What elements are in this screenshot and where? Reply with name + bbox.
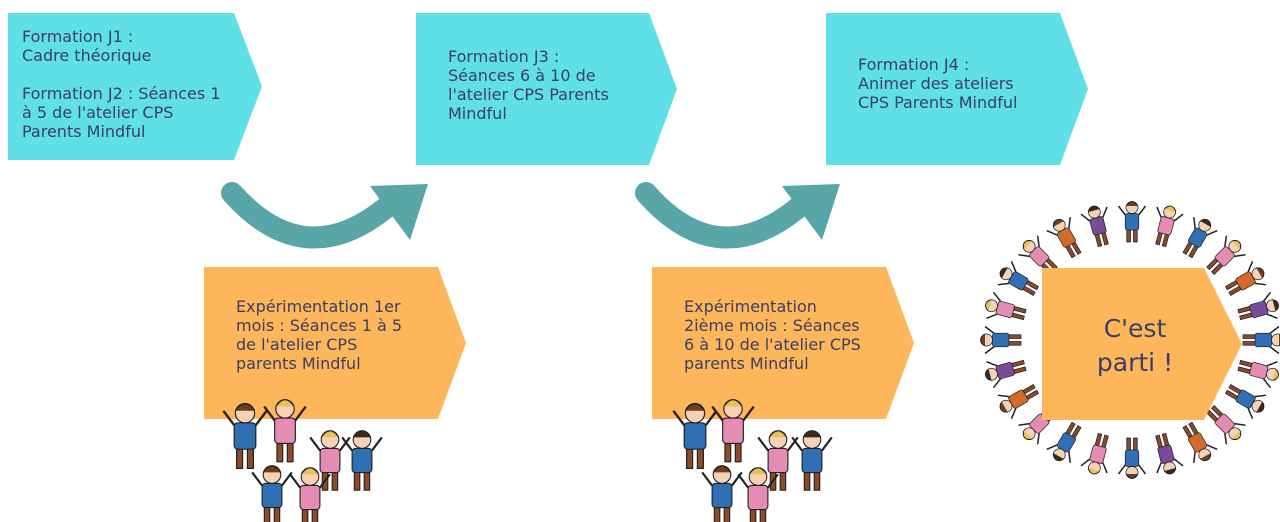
curved-arrow-icon	[221, 182, 428, 249]
children-group-icon	[222, 399, 383, 522]
step-experimentation-1: Expérimentation 1er mois : Séances 1 à 5…	[204, 267, 466, 419]
step-formation-j3-text: Formation J3 : Séances 6 à 10 de l'ateli…	[448, 47, 609, 123]
step-formation-j2-text: Formation J2 : Séances 1 à 5 de l'atelie…	[22, 84, 221, 141]
child-figure	[1155, 432, 1184, 475]
curved-arrow-icon	[635, 182, 840, 249]
step-formation-j3: Formation J3 : Séances 6 à 10 de l'ateli…	[416, 13, 677, 165]
child-figure	[1018, 235, 1058, 275]
child-figure	[1155, 205, 1184, 248]
children-circle-icon	[980, 201, 1280, 479]
child-figure	[222, 402, 268, 470]
child-figure	[980, 325, 1022, 355]
child-figure	[1206, 405, 1246, 445]
child-figure	[672, 402, 718, 470]
child-figure	[251, 465, 293, 522]
child-figure	[791, 430, 833, 491]
child-figure	[1224, 383, 1267, 419]
step-experimentation-2-text: Expérimentation 2ième mois : Séances 6 à…	[684, 297, 861, 373]
child-figure	[1182, 421, 1218, 463]
child-figure	[1224, 261, 1267, 297]
child-figure	[1237, 359, 1279, 389]
step-experimentation-2: Expérimentation 2ième mois : Séances 6 à…	[652, 267, 914, 419]
child-figure	[711, 399, 755, 463]
child-figure	[1080, 205, 1109, 248]
child-figure	[997, 261, 1040, 297]
step-final	[1042, 268, 1242, 420]
child-figure	[1080, 432, 1109, 475]
child-figure	[1237, 291, 1279, 321]
child-figure	[1046, 217, 1082, 259]
child-figure	[263, 399, 307, 463]
child-figure	[289, 467, 331, 522]
child-figure	[341, 430, 383, 491]
child-figure	[1117, 201, 1147, 243]
step-formation-j1-text: Formation J1 : Cadre théorique	[22, 27, 152, 65]
child-figure	[997, 383, 1040, 419]
child-figure	[985, 291, 1027, 321]
child-figure	[1242, 325, 1280, 355]
child-figure	[1117, 437, 1147, 479]
step-formation-j1-j2: Formation J1 : Cadre théorique Formation…	[8, 13, 262, 160]
children-group-icon	[672, 399, 833, 522]
child-figure	[1046, 421, 1082, 463]
child-figure	[985, 359, 1027, 389]
step-formation-j4-text: Formation J4 : Animer des ateliers CPS P…	[858, 55, 1018, 112]
step-formation-j4: Formation J4 : Animer des ateliers CPS P…	[826, 13, 1088, 165]
child-figure	[701, 465, 743, 522]
child-figure	[309, 430, 351, 491]
child-figure	[1206, 235, 1246, 275]
child-figure	[1182, 217, 1218, 259]
step-experimentation-1-text: Expérimentation 1er mois : Séances 1 à 5…	[236, 297, 403, 373]
final-text: C'est parti !	[1096, 314, 1174, 377]
child-figure	[737, 467, 779, 522]
